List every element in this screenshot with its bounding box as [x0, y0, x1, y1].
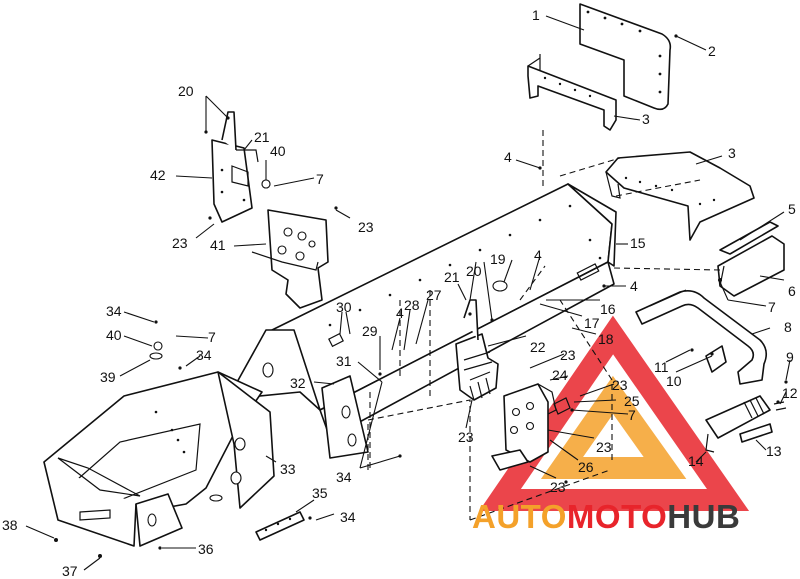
callout-7-right: 7 — [768, 299, 776, 315]
callout-9: 9 — [786, 349, 794, 365]
callout-35: 35 — [312, 485, 328, 501]
callout-23-bottom: 23 — [550, 479, 566, 495]
callout-30: 30 — [336, 299, 352, 315]
callout-4-right: 4 — [630, 278, 638, 294]
callout-23-center: 23 — [458, 429, 474, 445]
part-42-bracket-assembly — [211, 111, 271, 223]
callout-38: 38 — [2, 517, 18, 533]
callout-8: 8 — [784, 319, 792, 335]
callout-25: 25 — [624, 393, 640, 409]
callout-17: 17 — [584, 315, 600, 331]
callout-7-top-left: 7 — [316, 171, 324, 187]
callout-29: 29 — [362, 323, 378, 339]
callout-3-upper: 3 — [642, 111, 650, 127]
part-8-bumper-loop — [635, 289, 768, 385]
callout-7-left: 7 — [208, 329, 216, 345]
watermark-wordmark: AUTOMOTOHUB — [472, 498, 740, 536]
callout-20-top-left: 20 — [178, 83, 194, 99]
callout-40-left: 40 — [106, 327, 122, 343]
callout-33: 33 — [280, 461, 296, 477]
part-41-bracket — [251, 209, 329, 309]
callout-20-center: 20 — [466, 263, 482, 279]
leader-lines — [25, 15, 791, 571]
callout-6: 6 — [788, 283, 796, 299]
callout-31: 31 — [336, 353, 352, 369]
part-26-caliper-bracket — [491, 383, 571, 471]
callout-2: 2 — [708, 43, 716, 59]
callout-23-center-bottom: 23 — [596, 439, 612, 455]
callout-41: 41 — [210, 237, 226, 253]
callout-22: 22 — [530, 339, 546, 355]
callout-37: 37 — [62, 563, 78, 579]
callout-23-center-right: 23 — [612, 377, 628, 393]
callout-13: 13 — [766, 443, 782, 459]
callout-23-top-left: 23 — [358, 219, 374, 235]
callout-42: 42 — [150, 167, 166, 183]
callout-23-left: 23 — [172, 235, 188, 251]
callout-34-center: 34 — [336, 469, 352, 485]
callout-34-left-top: 34 — [106, 303, 122, 319]
part-3-shroud — [605, 151, 755, 241]
callout-15: 15 — [630, 235, 646, 251]
hardware-fasteners — [54, 34, 788, 558]
callout-21-top-left: 21 — [254, 129, 270, 145]
callout-19: 19 — [490, 251, 506, 267]
part-22-lever-assembly — [455, 299, 499, 401]
callout-7-center: 7 — [628, 407, 636, 423]
callout-23-center-top: 23 — [560, 347, 576, 363]
callout-40-top-left: 40 — [270, 143, 286, 159]
callout-12: 12 — [782, 385, 798, 401]
callout-34-left: 34 — [196, 347, 212, 363]
callout-28: 28 — [404, 297, 420, 313]
callout-4-top: 4 — [504, 149, 512, 165]
callout-5: 5 — [788, 201, 796, 217]
part-33-seat-base — [43, 371, 275, 547]
watermark-word-moto: MOTO — [566, 498, 668, 535]
callout-1: 1 — [532, 7, 540, 23]
callout-10: 10 — [666, 373, 682, 389]
callout-labels: 1 2 3 3 4 4 4 4 5 6 7 7 7 7 8 9 10 11 12… — [2, 7, 798, 579]
callout-18: 18 — [598, 331, 614, 347]
callout-21-center: 21 — [444, 269, 460, 285]
callout-16: 16 — [600, 301, 616, 317]
callout-24: 24 — [552, 367, 568, 383]
callout-3-right: 3 — [728, 145, 736, 161]
watermark-word-auto: AUTO — [472, 498, 567, 535]
callout-27: 27 — [426, 287, 442, 303]
callout-26: 26 — [578, 459, 594, 475]
part-3-upper-bracket — [527, 54, 617, 131]
callout-4-left: 4 — [396, 305, 404, 321]
part-35-strip — [255, 511, 305, 541]
callout-36: 36 — [198, 541, 214, 557]
watermark-logo-triangle — [479, 315, 750, 511]
callout-39: 39 — [100, 369, 116, 385]
part-12-14-handle — [705, 395, 787, 453]
callout-4-center: 4 — [534, 247, 542, 263]
watermark-word-hub: HUB — [667, 498, 741, 535]
callout-14: 14 — [688, 453, 704, 469]
callout-34-bottom: 34 — [340, 509, 356, 525]
callout-32: 32 — [290, 375, 306, 391]
part-1-cover-plate — [579, 3, 672, 111]
callout-11: 11 — [654, 359, 669, 375]
